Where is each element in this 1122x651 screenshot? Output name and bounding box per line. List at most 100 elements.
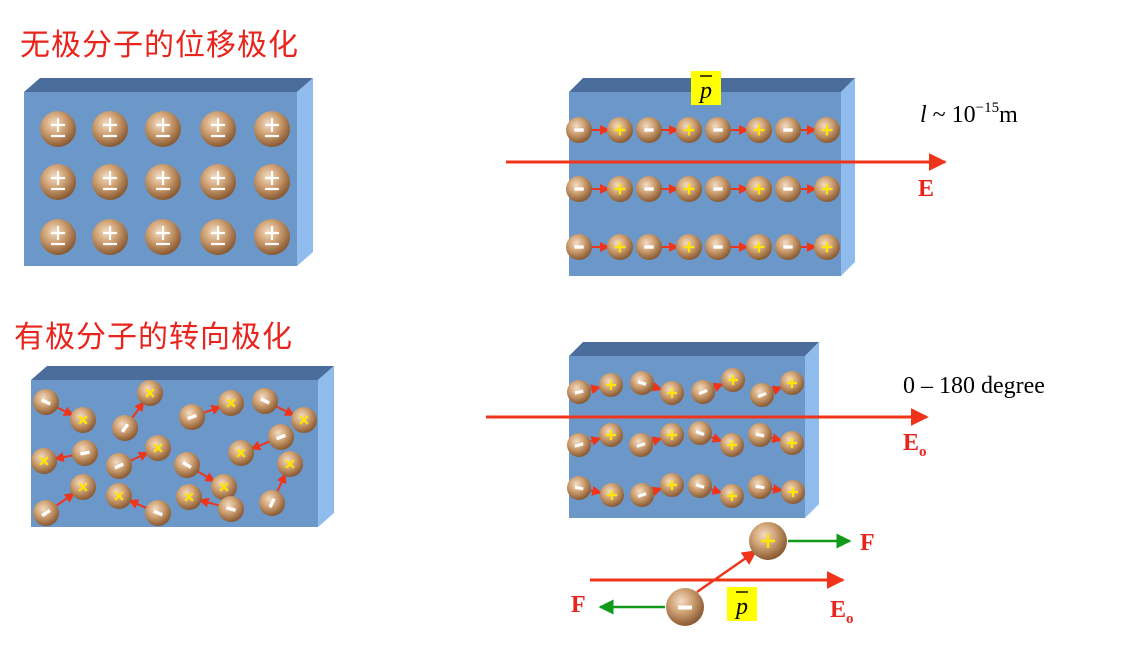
aligned-dipole-arrow bbox=[771, 484, 784, 494]
minus-sign bbox=[713, 128, 723, 132]
aligned-dipole-arrow bbox=[711, 485, 723, 495]
positive-charge-ball bbox=[145, 435, 171, 461]
nonpolar-molecule bbox=[40, 219, 76, 255]
positive-charge-ball bbox=[720, 433, 744, 457]
minus-sign bbox=[695, 430, 705, 436]
plus-sign bbox=[683, 124, 695, 136]
plus-sign bbox=[605, 379, 617, 391]
dipole-symbol-top: p bbox=[698, 78, 712, 104]
plus-sign bbox=[821, 241, 833, 253]
field-E0-sub: o bbox=[919, 444, 927, 460]
plus-sign bbox=[753, 241, 765, 253]
plus-sign bbox=[666, 429, 678, 441]
length-tilde: ~ 10 bbox=[927, 102, 976, 128]
negative-charge-ball bbox=[566, 117, 592, 143]
positive-charge-ball bbox=[106, 483, 132, 509]
negative-charge-ball bbox=[567, 380, 591, 404]
plus-sign bbox=[666, 479, 678, 491]
negative-charge-ball bbox=[106, 453, 132, 479]
polar-dipole-arrow bbox=[55, 492, 75, 507]
minus-sign bbox=[226, 506, 236, 512]
plus-sign bbox=[727, 374, 739, 386]
plus-sign bbox=[726, 439, 738, 451]
minus-sign bbox=[260, 397, 270, 405]
nonpolar-molecule bbox=[92, 164, 128, 200]
minus-sign bbox=[574, 128, 584, 132]
positive-charge-ball bbox=[746, 176, 772, 202]
negative-charge-ball bbox=[218, 496, 244, 522]
nonpolar-molecule bbox=[200, 219, 236, 255]
positive-charge-ball bbox=[814, 176, 840, 202]
negative-charge-ball bbox=[174, 452, 200, 478]
minus-sign bbox=[636, 442, 646, 448]
dipole-in-field: p F F Eo bbox=[571, 522, 875, 627]
length-unit: m bbox=[999, 102, 1018, 128]
nonpolar-molecule bbox=[254, 111, 290, 147]
positive-charge-ball bbox=[660, 473, 684, 497]
positive-charge-ball bbox=[814, 117, 840, 143]
negative-charge-ball bbox=[179, 404, 205, 430]
aligned-dipole-arrow bbox=[771, 433, 783, 443]
minus-sign bbox=[755, 432, 765, 438]
negative-charge-ball bbox=[629, 433, 653, 457]
aligned-dipole-arrow bbox=[712, 382, 724, 393]
negative-charge-ball bbox=[666, 588, 704, 626]
negative-charge-ball bbox=[567, 476, 591, 500]
positive-charge-ball bbox=[780, 431, 804, 455]
minus-sign bbox=[644, 128, 654, 132]
positive-charge-ball bbox=[607, 176, 633, 202]
negative-charge-ball bbox=[145, 500, 171, 526]
field-E0-bottom-sub: o bbox=[846, 611, 854, 627]
nonpolar-molecule bbox=[40, 164, 76, 200]
polar-dipole-arrow bbox=[129, 451, 149, 462]
negative-charge-ball bbox=[33, 500, 59, 526]
dipole-symbol-bottom: p bbox=[734, 594, 748, 620]
nonpolar-title: 无极分子的位移极化 bbox=[20, 28, 299, 63]
positive-charge-ball bbox=[70, 407, 96, 433]
polar-dipole-arrow bbox=[275, 405, 296, 417]
dipole-length-note: l ~ 10−15m bbox=[920, 100, 1018, 128]
positive-charge-ball bbox=[277, 451, 303, 477]
negative-charge-ball bbox=[748, 423, 772, 447]
plus-sign bbox=[236, 448, 246, 458]
plus-sign bbox=[606, 489, 618, 501]
minus-sign bbox=[698, 388, 708, 396]
aligned-dipole-arrow bbox=[651, 381, 663, 392]
polar-dipole-arrow bbox=[53, 452, 74, 463]
minus-sign bbox=[187, 413, 197, 421]
positive-charge-ball bbox=[746, 234, 772, 260]
nonpolar-molecule bbox=[145, 164, 181, 200]
force-label-left: F bbox=[571, 592, 586, 618]
plus-sign bbox=[614, 124, 626, 136]
positive-charge-ball bbox=[607, 234, 633, 260]
nonpolar-molecule bbox=[92, 111, 128, 147]
dipole-moment-arrow bbox=[696, 549, 758, 594]
length-exponent: −15 bbox=[976, 100, 999, 116]
positive-charge-ball bbox=[599, 423, 623, 447]
aligned-dipole-arrow bbox=[710, 433, 723, 443]
minus-sign bbox=[574, 245, 584, 249]
negative-charge-ball bbox=[636, 176, 662, 202]
positive-charge-ball bbox=[749, 522, 787, 560]
positive-charge-ball bbox=[676, 234, 702, 260]
plus-sign bbox=[614, 183, 626, 195]
positive-charge-ball bbox=[291, 407, 317, 433]
positive-charge-ball bbox=[676, 117, 702, 143]
negative-charge-ball bbox=[630, 483, 654, 507]
negative-charge-ball bbox=[688, 474, 712, 498]
aligned-dipole-arrow bbox=[771, 385, 783, 396]
nonpolar-molecule bbox=[254, 219, 290, 255]
polar-dipole-arrow bbox=[202, 405, 222, 415]
plus-sign bbox=[821, 124, 833, 136]
minus-sign bbox=[574, 485, 584, 491]
negative-charge-ball bbox=[33, 389, 59, 415]
plus-sign bbox=[753, 124, 765, 136]
aligned-dipole-arrow bbox=[651, 436, 663, 446]
plus-sign bbox=[683, 183, 695, 195]
aligned-dipole-arrow bbox=[590, 485, 603, 496]
plus-sign bbox=[753, 183, 765, 195]
minus-sign bbox=[678, 605, 692, 610]
minus-sign bbox=[41, 398, 51, 406]
positive-charge-ball bbox=[600, 483, 624, 507]
plus-sign bbox=[114, 491, 124, 501]
